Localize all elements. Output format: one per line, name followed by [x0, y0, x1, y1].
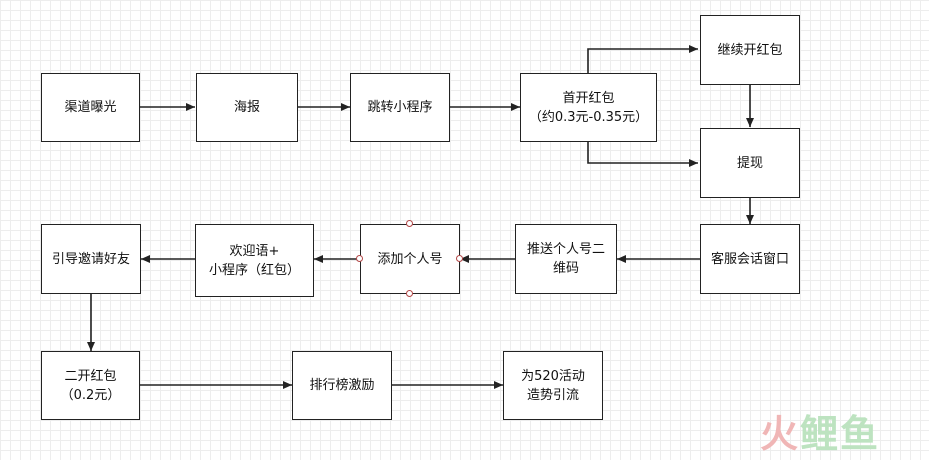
node-push-qr-line-1: 推送个人号二 — [526, 242, 605, 257]
node-first-packet-line-2: （约0.3元-0.35元） — [528, 109, 649, 125]
edge-first-packet-continue-packet — [587, 45, 698, 73]
node-invite-friends[interactable]: 引导邀请好友 — [41, 224, 141, 294]
node-add-personal-line-1: 添加个人号 — [377, 251, 443, 267]
node-channel-exposure[interactable]: 渠道曝光 — [41, 73, 140, 142]
node-second-packet-line-2: （0.2元） — [60, 387, 121, 403]
node-poster-line-1: 海报 — [233, 100, 260, 115]
node-second-packet[interactable]: 二开红包 （0.2元） — [41, 351, 140, 420]
node-leaderboard-line-1: 排行榜激励 — [309, 378, 375, 393]
node-add-personal-handle-left[interactable] — [356, 255, 363, 262]
node-push-qr[interactable]: 推送个人号二 维码 — [515, 224, 617, 294]
node-poster[interactable]: 海报 — [196, 73, 298, 142]
node-add-personal[interactable]: 添加个人号 — [360, 224, 460, 294]
node-welcome[interactable]: 欢迎语+ 小程序（红包） — [195, 224, 314, 297]
node-first-packet[interactable]: 首开红包 （约0.3元-0.35元） — [520, 73, 657, 142]
node-service-window[interactable]: 客服会话窗口 — [700, 224, 800, 294]
node-mini-program-line-1: 跳转小程序 — [367, 100, 433, 115]
node-campaign-line-1: 为520活动 — [521, 368, 585, 384]
watermark-logo-part-1: 火 — [760, 412, 801, 456]
node-push-qr-line-2: 维码 — [552, 261, 579, 276]
node-add-personal-handle-bottom[interactable] — [406, 290, 413, 297]
node-welcome-line-1: 欢迎语+ — [229, 243, 280, 259]
node-mini-program[interactable]: 跳转小程序 — [350, 73, 450, 142]
node-continue-packet[interactable]: 继续开红包 — [700, 15, 800, 85]
node-add-personal-handle-right[interactable] — [456, 255, 463, 262]
node-welcome-line-2: 小程序（红包） — [208, 262, 300, 278]
node-withdraw[interactable]: 提现 — [700, 128, 800, 198]
node-withdraw-line-1: 提现 — [736, 155, 763, 171]
node-continue-packet-line-1: 继续开红包 — [717, 42, 783, 58]
node-channel-exposure-line-1: 渠道曝光 — [64, 100, 117, 115]
node-second-packet-line-1: 二开红包 — [64, 368, 117, 384]
node-invite-friends-line-1: 引导邀请好友 — [51, 251, 130, 267]
watermark-logo: 火鲤鱼 — [760, 412, 880, 456]
node-campaign[interactable]: 为520活动 造势引流 — [503, 351, 603, 420]
edge-first-packet-withdraw — [587, 142, 698, 167]
node-add-personal-handle-top[interactable] — [406, 220, 413, 227]
node-first-packet-line-1: 首开红包 — [562, 90, 615, 106]
node-service-window-line-1: 客服会话窗口 — [710, 251, 789, 267]
node-leaderboard[interactable]: 排行榜激励 — [292, 351, 392, 420]
node-campaign-line-2: 造势引流 — [526, 387, 579, 403]
watermark-logo-part-2: 鲤鱼 — [800, 412, 881, 456]
